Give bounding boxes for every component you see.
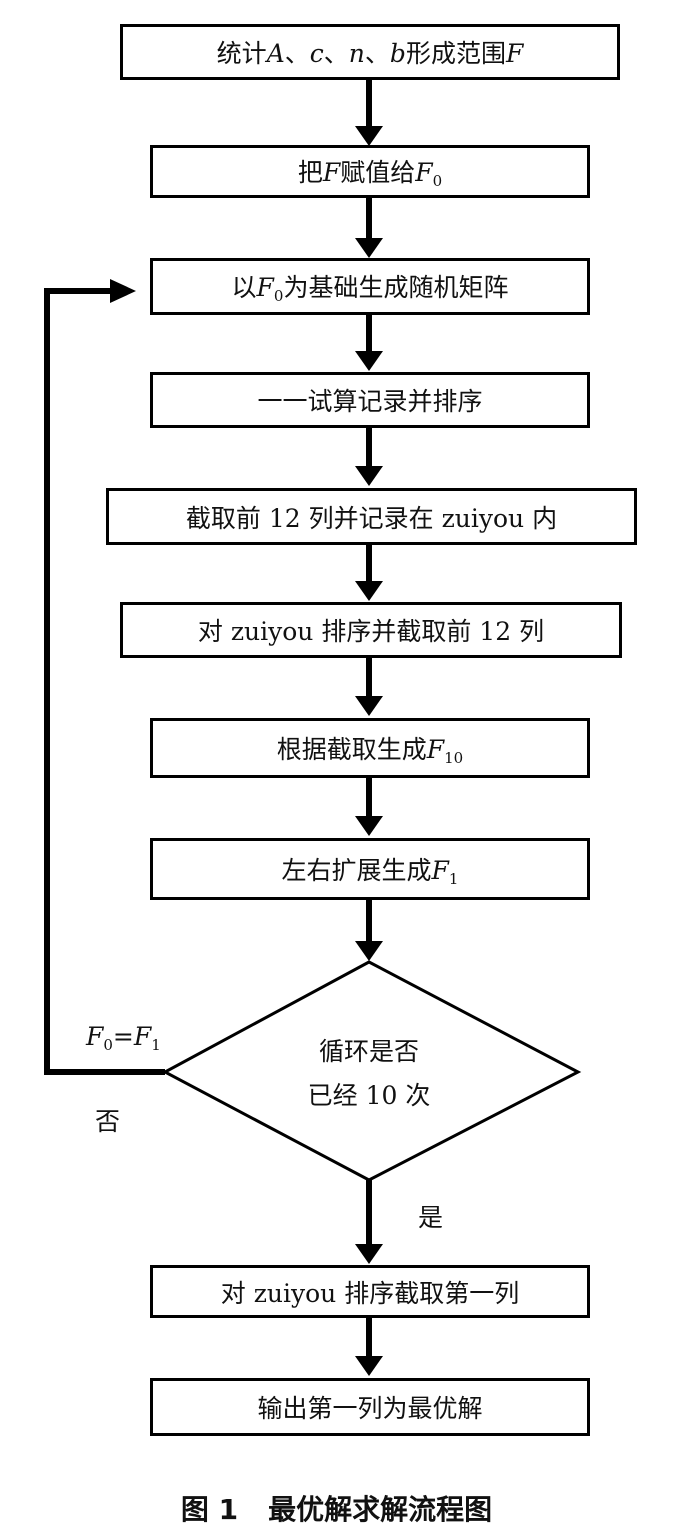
arrowhead-n7 <box>355 696 383 716</box>
node-1-label: 统计A、c、n、b形成范围F <box>216 39 524 68</box>
decision-label: 循环是否 已经 10 次 <box>269 1030 469 1118</box>
node-truncate-record: 截取前 12 列并记录在 zuiyou 内 <box>106 488 637 545</box>
node-5-label: 截取前 12 列并记录在 zuiyou 内 <box>185 503 558 533</box>
node-generate-f10: 根据截取生成F10 <box>150 718 590 778</box>
arrowhead-n3 <box>355 238 383 258</box>
arrowhead-decision <box>355 941 383 961</box>
node-8-label: 左右扩展生成F1 <box>281 855 459 888</box>
decision-line-2: 已经 10 次 <box>307 1081 431 1110</box>
arrowhead-n4 <box>355 351 383 371</box>
arrowhead-loop <box>110 279 136 303</box>
node-10-label: 输出第一列为最优解 <box>257 1394 483 1423</box>
loop-back-line <box>44 288 165 1075</box>
figure-title: 最优解求解流程图 <box>268 1493 493 1526</box>
arrowhead-n9 <box>355 1244 383 1264</box>
node-output-optimal: 输出第一列为最优解 <box>150 1378 590 1436</box>
figure-number: 图 1 <box>180 1493 239 1526</box>
arrowhead-n8 <box>355 816 383 836</box>
node-trial-sort: 一一试算记录并排序 <box>150 372 590 428</box>
branch-yes-label: 是 <box>418 1203 444 1232</box>
arrowhead-n10 <box>355 1356 383 1376</box>
node-2-label: 把F赋值给F0 <box>297 158 443 190</box>
arrowhead-n6 <box>355 581 383 601</box>
node-4-label: 一一试算记录并排序 <box>257 387 483 416</box>
decision-diamond <box>161 960 582 1182</box>
node-take-first-column: 对 zuiyou 排序截取第一列 <box>150 1265 590 1318</box>
node-sort-zuiyou: 对 zuiyou 排序并截取前 12 列 <box>120 602 622 658</box>
node-7-label: 根据截取生成F10 <box>276 734 464 767</box>
node-collect-range: 统计A、c、n、b形成范围F <box>120 24 620 80</box>
node-generate-matrix: 以F0为基础生成随机矩阵 <box>150 258 590 315</box>
node-expand-f1: 左右扩展生成F1 <box>150 838 590 900</box>
arrowhead-n5 <box>355 466 383 486</box>
node-9-label: 对 zuiyou 排序截取第一列 <box>220 1278 520 1308</box>
node-3-label: 以F0为基础生成随机矩阵 <box>231 273 509 305</box>
node-6-label: 对 zuiyou 排序并截取前 12 列 <box>197 617 545 646</box>
figure-caption: 图 1 最优解求解流程图 <box>0 1488 673 1528</box>
arrowhead-n2 <box>355 126 383 146</box>
node-assign-f0: 把F赋值给F0 <box>150 145 590 198</box>
decision-line-1: 循环是否 <box>318 1037 419 1066</box>
loop-assign-label: F0=F1 <box>86 1022 161 1054</box>
branch-no-label: 否 <box>95 1107 121 1136</box>
